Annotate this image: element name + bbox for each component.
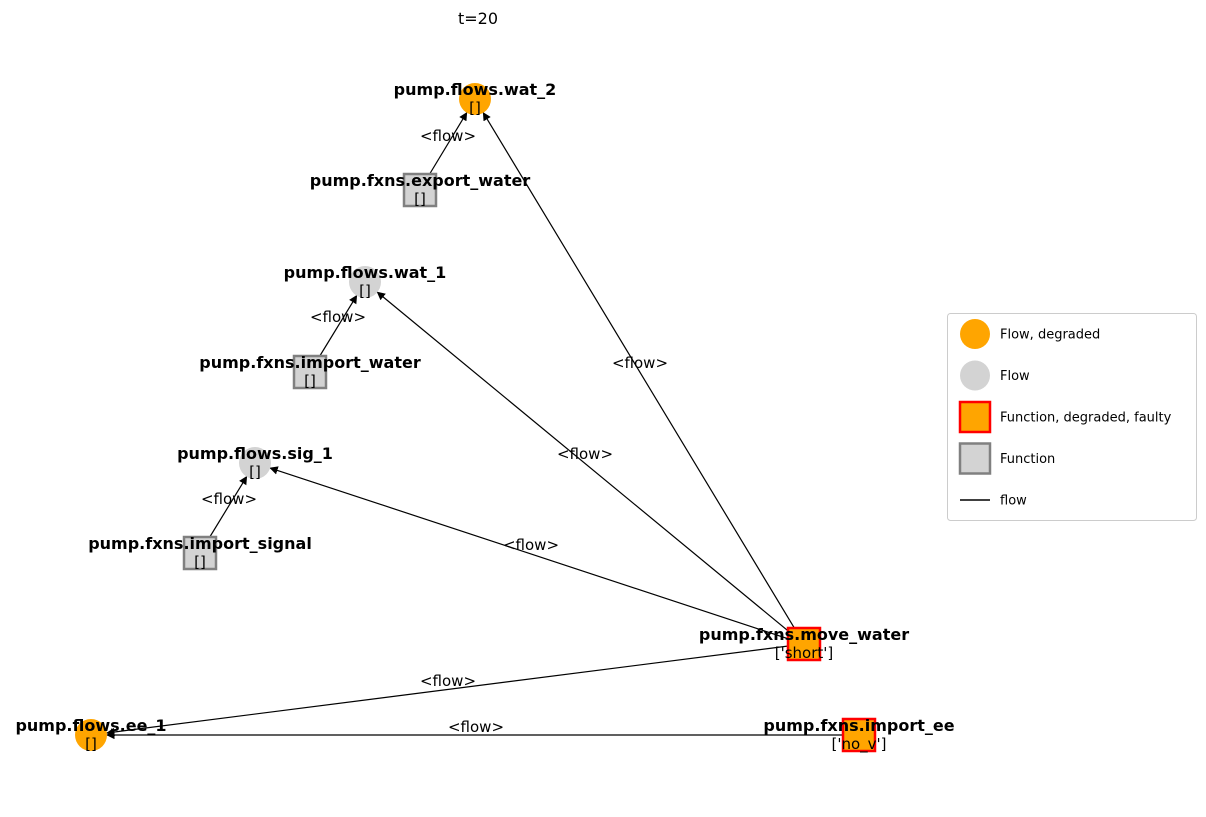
diagram-title: t=20 — [458, 9, 498, 28]
node-state-label: ['short'] — [775, 644, 834, 662]
node-import_water[interactable]: pump.fxns.import_water[] — [199, 353, 421, 390]
edge-label-import_ee-to-ee_1: <flow> — [448, 718, 504, 736]
edge-label-move_water-to-wat_2: <flow> — [612, 354, 668, 372]
node-state-label: [] — [249, 463, 261, 481]
node-name-label: pump.flows.ee_1 — [15, 716, 166, 735]
flow-node-marker — [75, 719, 107, 751]
edge-move_water-to-ee_1 — [106, 643, 805, 737]
function-node-marker — [292, 354, 328, 390]
node-import_signal[interactable]: pump.fxns.import_signal[] — [88, 534, 312, 571]
function-node-marker — [182, 535, 218, 571]
node-name-label: pump.fxns.import_ee — [763, 716, 954, 735]
nodes-layer: pump.flows.wat_2[]pump.fxns.export_water… — [15, 80, 954, 754]
edge-move_water-to-sig_1 — [269, 466, 805, 645]
node-export_water[interactable]: pump.fxns.export_water[] — [310, 171, 531, 208]
node-name-label: pump.fxns.import_signal — [88, 534, 312, 553]
node-wat_2[interactable]: pump.flows.wat_2[] — [394, 80, 557, 117]
edge-move_water-to-wat_2 — [482, 111, 805, 645]
function-node-marker — [402, 172, 438, 208]
legend-square-icon — [958, 442, 992, 475]
node-name-label: pump.flows.wat_1 — [284, 263, 447, 282]
node-state-label: [] — [359, 282, 371, 300]
legend-label: Flow, degraded — [1000, 328, 1100, 343]
node-state-label: [] — [85, 735, 97, 753]
edge-label-move_water-to-sig_1: <flow> — [503, 536, 559, 554]
node-state-label: ['no_v'] — [831, 735, 886, 754]
legend-box — [947, 313, 1197, 521]
edges-layer — [106, 111, 859, 740]
flow-node-marker — [239, 447, 271, 479]
node-move_water[interactable]: pump.fxns.move_water['short'] — [699, 625, 909, 662]
flow-node-marker — [459, 83, 491, 115]
edge-move_water-to-wat_1 — [376, 291, 805, 645]
edge-label-export_water-to-wat_2: <flow> — [420, 127, 476, 145]
legend-square-icon — [958, 400, 992, 434]
legend-label: Function — [1000, 452, 1055, 467]
legend-circle-icon — [960, 319, 990, 349]
node-import_ee[interactable]: pump.fxns.import_ee['no_v'] — [763, 716, 954, 754]
function-node-marker — [841, 717, 877, 753]
node-name-label: pump.fxns.import_water — [199, 353, 421, 372]
node-sig_1[interactable]: pump.flows.sig_1[] — [177, 444, 333, 481]
node-state-label: [] — [469, 99, 481, 117]
edge-label-import_signal-to-sig_1: <flow> — [201, 490, 257, 508]
node-wat_1[interactable]: pump.flows.wat_1[] — [284, 263, 447, 300]
function-node-marker — [786, 626, 822, 662]
node-state-label: [] — [304, 372, 316, 390]
flow-node-marker — [349, 266, 381, 298]
edge-label-import_water-to-wat_1: <flow> — [310, 308, 366, 326]
legend-circle-icon — [960, 360, 990, 391]
node-name-label: pump.fxns.move_water — [699, 625, 909, 644]
edge-label-move_water-to-ee_1: <flow> — [420, 672, 476, 690]
node-name-label: pump.fxns.export_water — [310, 171, 531, 190]
node-name-label: pump.flows.wat_2 — [394, 80, 557, 99]
node-state-label: [] — [414, 190, 426, 208]
edge-label-move_water-to-wat_1: <flow> — [557, 445, 613, 463]
legend-label: Function, degraded, faulty — [1000, 411, 1172, 426]
legend-label: Flow — [1000, 369, 1030, 384]
legend-label: flow — [1000, 494, 1027, 509]
node-ee_1[interactable]: pump.flows.ee_1[] — [15, 716, 166, 753]
node-name-label: pump.flows.sig_1 — [177, 444, 333, 463]
node-state-label: [] — [194, 553, 206, 571]
